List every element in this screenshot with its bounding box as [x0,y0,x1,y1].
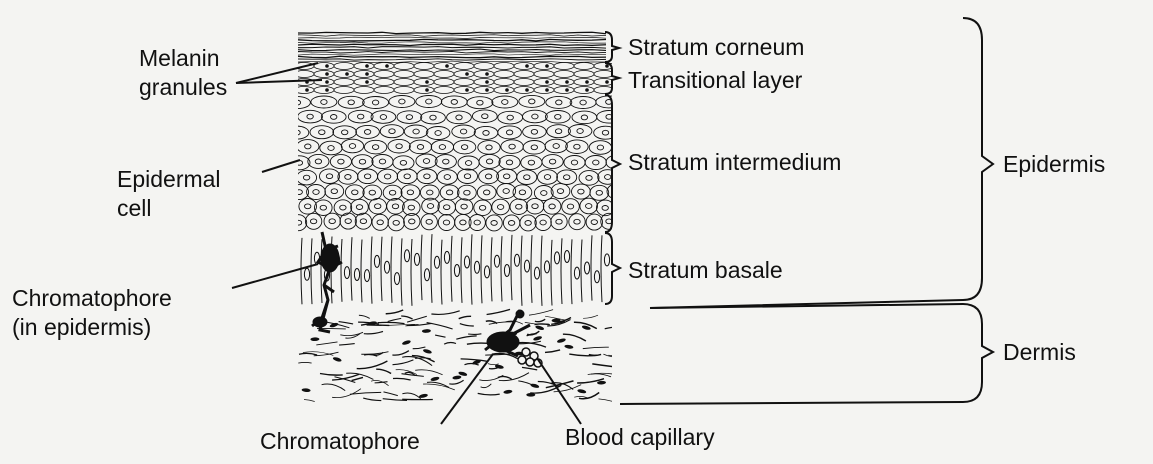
dermis-label: Dermis [1003,339,1076,367]
basale-brace [605,233,620,304]
stratum-basale-drawing [301,234,610,306]
chromatophore-epidermis-line1: Chromatophore [12,284,172,313]
epidermal-label-line2: cell [117,194,221,223]
transitional-layer-drawing [294,63,614,94]
epidermal-cell-pointer [262,160,300,172]
stratum-corneum-drawing [298,32,606,62]
epidermal-chromatophore-drawing [312,232,342,332]
melanin-label-line1: Melanin [139,44,227,73]
stratum-corneum-label: Stratum corneum [628,34,804,62]
chromatophore-label: Chromatophore [260,428,420,456]
blood-capillary-label: Blood capillary [565,424,715,452]
melanin-label-line2: granules [139,73,227,102]
epidermis-label: Epidermis [1003,151,1105,179]
chromatophore-epidermis-pointer [232,264,318,288]
epidermal-label-line1: Epidermal [117,165,221,194]
corneum-brace [605,32,619,62]
blood-capillary-pointer [537,358,581,424]
dermis-brace [620,304,993,404]
chromatophore-epidermis-label: Chromatophore (in epidermis) [12,284,172,342]
tissue-illustration [284,32,649,405]
intermedium-brace [605,95,620,232]
epidermal-cell-label: Epidermal cell [117,165,221,223]
dermis-drawing [298,309,629,405]
chromatophore-epidermis-line2: (in epidermis) [12,313,172,342]
stratum-intermedium-drawing [284,95,649,231]
blood-capillary-drawing [518,348,542,367]
transitional-layer-label: Transitional layer [628,67,802,95]
melanin-granules-label: Melanin granules [139,44,227,102]
stratum-basale-label: Stratum basale [628,257,783,285]
stratum-intermedium-label: Stratum intermedium [628,149,841,177]
